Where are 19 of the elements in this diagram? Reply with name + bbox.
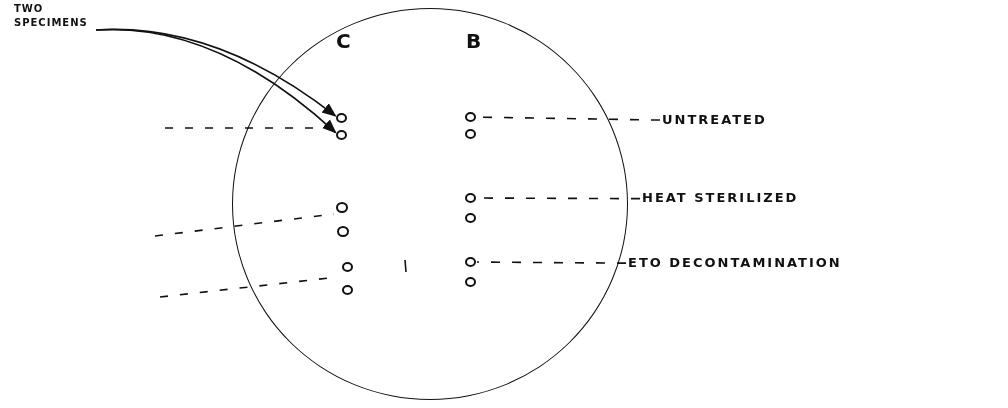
- specimen-circle: [336, 202, 348, 213]
- specimen-circle: [465, 112, 476, 122]
- specimen-circle: [465, 257, 476, 267]
- specimen-circle: [465, 277, 476, 287]
- specimen-circle: [336, 130, 347, 140]
- text-label: UNTREATED: [662, 112, 772, 130]
- specimen-circle: [465, 193, 476, 203]
- text-label: TWO SPECIMENS: [14, 2, 94, 36]
- specimen-circle: [337, 226, 349, 237]
- specimen-circle: [342, 262, 353, 272]
- text-label: HEAT STERILIZED: [642, 190, 812, 208]
- text-label: ETO DECONTAMINATION: [628, 255, 858, 273]
- column-heading: C: [336, 30, 353, 52]
- arrow: [95, 28, 337, 134]
- specimen-circle: [465, 129, 476, 139]
- specimen-circle: [342, 285, 353, 295]
- specimen-circle: [336, 113, 347, 123]
- specimen-circle: [465, 213, 476, 223]
- column-heading: B: [466, 30, 484, 52]
